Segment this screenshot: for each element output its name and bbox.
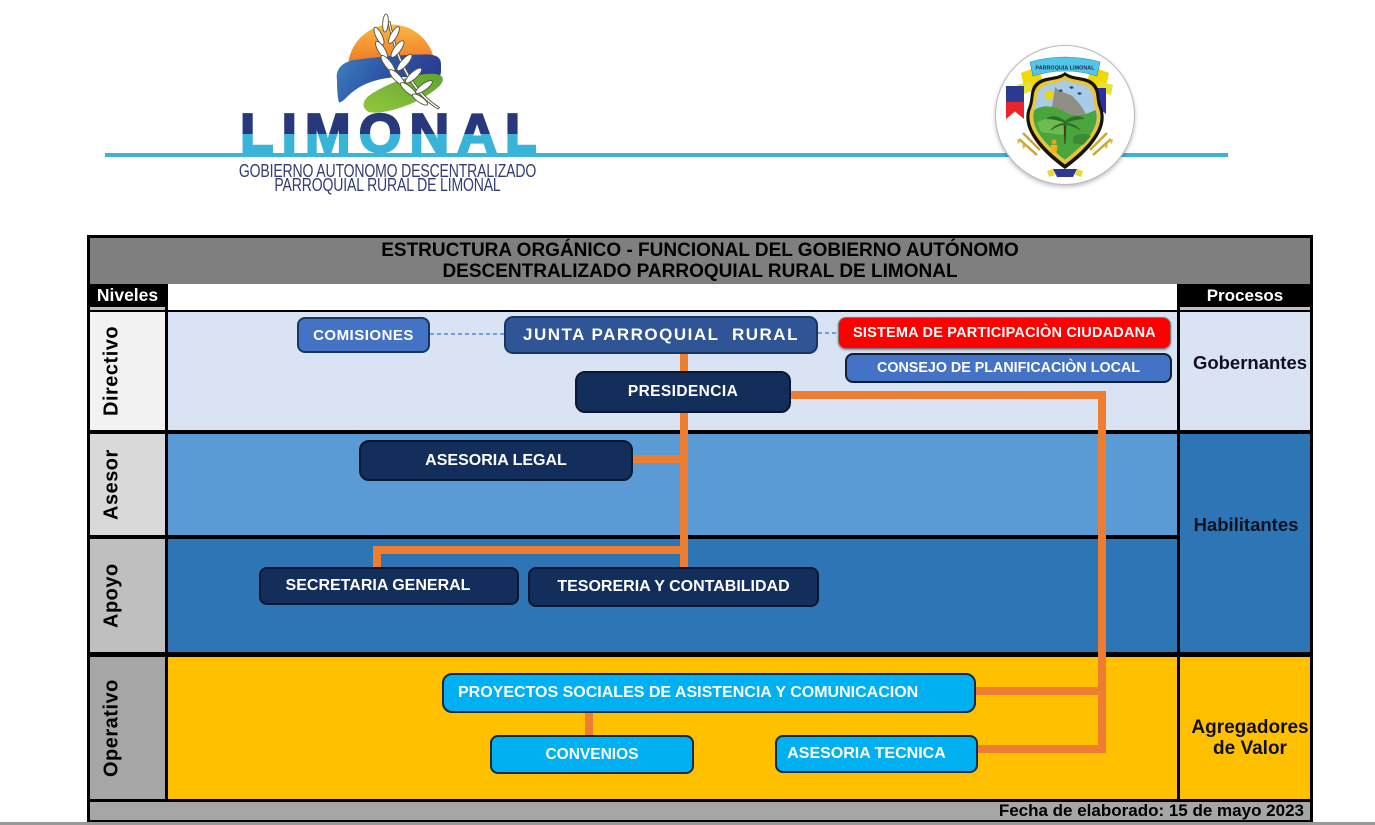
svg-text:PARROQUIA LIMONAL: PARROQUIA LIMONAL — [1035, 66, 1095, 72]
